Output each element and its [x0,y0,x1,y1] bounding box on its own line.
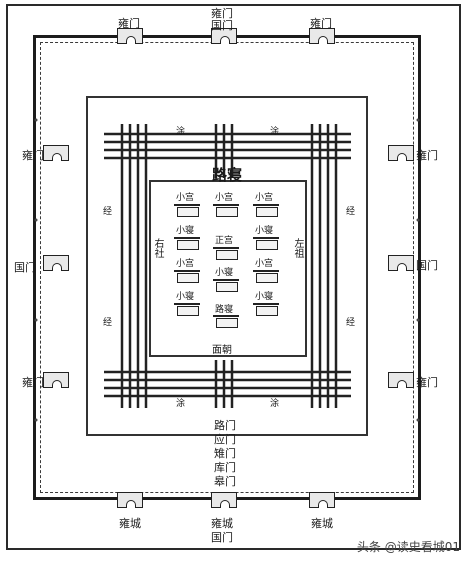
hall-3 [174,237,200,250]
right-gate-bottom-label: 雍门 [416,376,438,389]
gate-seq-2: 雉门 [214,447,236,460]
bottom-gate-right [309,492,335,508]
right-shrine-label: 左祖 [292,238,303,258]
hall-6 [174,270,200,283]
hall-label-3: 小寝 [176,226,195,236]
right-gate-bottom [388,372,414,388]
top-center-extra-label: 雍门 [211,7,233,20]
road-label-rb: 经 [346,318,356,328]
top-gate-right [309,28,335,44]
hall-2 [253,204,279,217]
palace-wall [149,180,307,357]
road-label-bl: 涂 [176,399,186,409]
hall-label-12: 路寝 [215,305,234,315]
hall-label-7: 小寝 [215,268,234,278]
gate-seq-1: 应门 [214,433,236,446]
gate-seq-3: 库门 [214,461,236,474]
gate-seq-4: 皋门 [214,475,236,488]
top-gate-center-label: 国门 [211,19,233,32]
hall-5 [253,237,279,250]
left-shrine-label: 右社 [152,238,163,258]
road-label-tl: 涂 [176,127,186,137]
top-gate-left-label: 雍门 [118,17,140,30]
road-label-rt: 经 [346,207,356,217]
top-gate-center [211,28,237,44]
hall-label-5: 小寝 [255,226,274,236]
palace-title: 路寝 [212,166,243,184]
right-gate-top [388,145,414,161]
hall-1 [213,204,239,217]
hall-0 [174,204,200,217]
left-gate-middle-label: 国门 [14,261,36,274]
bottom-gate-center-label: 雍城 [211,517,233,530]
right-gate-middle [388,255,414,271]
hall-11 [253,303,279,316]
hall-label-9: 小寝 [176,292,195,302]
hall-label-8: 小宫 [255,259,274,269]
hall-9 [174,303,200,316]
hall-4 [213,247,239,260]
bottom-center-label: 国门 [211,531,233,544]
road-label-tr: 涂 [270,127,280,137]
hall-label-11: 小寝 [255,292,274,302]
watermark: 头条 @读史看城01 [356,540,460,554]
middle-city-wall [86,96,368,436]
hall-7 [213,279,239,292]
right-gate-middle-label: 国门 [416,259,438,272]
road-label-br: 涂 [270,399,280,409]
road-label-lb: 经 [103,318,113,328]
left-gate-bottom [43,372,69,388]
hall-label-6: 小宫 [176,259,195,269]
hall-label-2: 小宫 [255,193,274,203]
palace-front-label: 面朝 [212,345,232,356]
top-gate-left [117,28,143,44]
left-gate-top-label: 雍门 [22,149,44,162]
bottom-gate-left [117,492,143,508]
hall-8 [253,270,279,283]
bottom-gate-center [211,492,237,508]
hall-label-1: 小宫 [215,193,234,203]
hall-label-4: 正宫 [215,236,234,246]
left-gate-top [43,145,69,161]
bottom-gate-right-label: 雍城 [311,517,333,530]
page-frame [6,4,461,550]
left-gate-middle [43,255,69,271]
gate-seq-0: 路门 [214,419,236,432]
road-label-lt: 经 [103,207,113,217]
right-gate-top-label: 雍门 [416,149,438,162]
left-gate-bottom-label: 雍门 [22,376,44,389]
bottom-gate-left-label: 雍城 [119,517,141,530]
top-gate-right-label: 雍门 [310,17,332,30]
hall-12 [213,315,239,328]
hall-label-0: 小宫 [176,193,195,203]
